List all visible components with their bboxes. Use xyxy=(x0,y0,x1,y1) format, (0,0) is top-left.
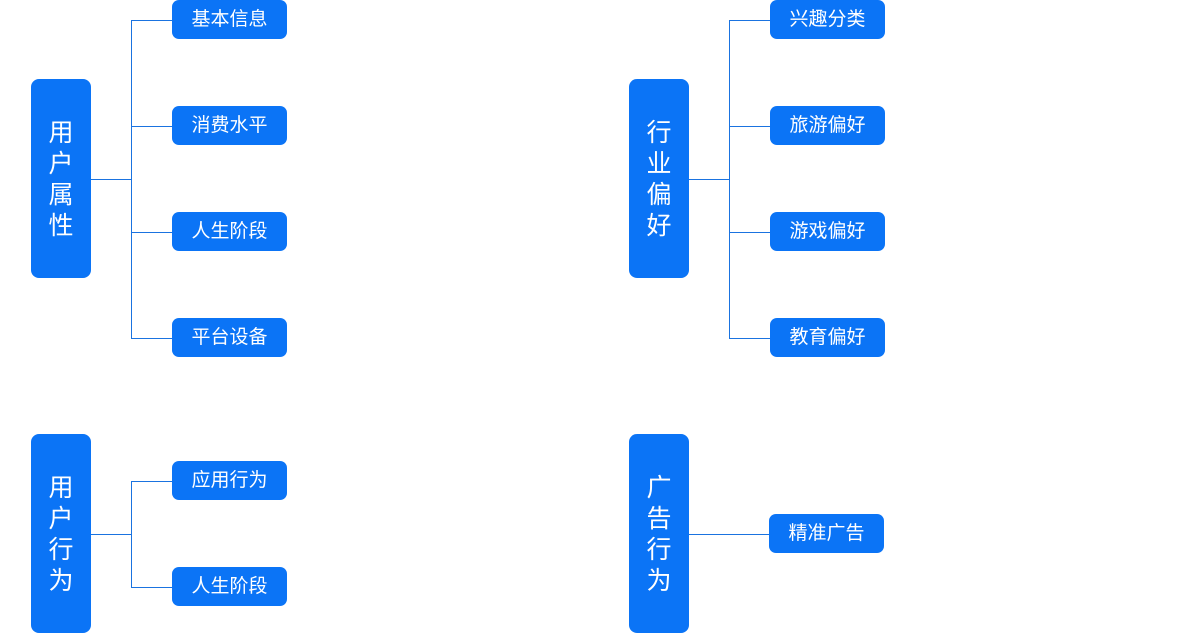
connector-line xyxy=(131,126,172,127)
category-char: 为 xyxy=(646,565,672,595)
connector-line xyxy=(729,126,770,127)
tag-basic-info[interactable]: 基本信息 xyxy=(172,0,287,39)
category-char: 用 xyxy=(48,117,74,147)
tag-education-preference[interactable]: 教育偏好 xyxy=(770,318,885,357)
category-box-user-behavior[interactable]: 用 户 行 为 xyxy=(31,434,91,633)
category-char: 好 xyxy=(646,210,672,240)
tag-life-stage[interactable]: 人生阶段 xyxy=(172,567,287,606)
category-char: 行 xyxy=(646,534,672,564)
connector-line xyxy=(131,20,172,21)
connector-line xyxy=(131,20,132,339)
category-char: 户 xyxy=(48,148,74,178)
connector-line xyxy=(131,481,132,587)
tag-life-stage[interactable]: 人生阶段 xyxy=(172,212,287,251)
category-char: 户 xyxy=(48,503,74,533)
connector-line xyxy=(729,20,770,21)
category-char: 性 xyxy=(48,210,74,240)
tag-precision-ads[interactable]: 精准广告 xyxy=(769,514,884,553)
connector-line xyxy=(131,587,172,588)
tag-consumption-level[interactable]: 消费水平 xyxy=(172,106,287,145)
connector-line xyxy=(131,232,172,233)
category-box-industry-preferences[interactable]: 行 业 偏 好 xyxy=(629,79,689,278)
category-box-user-attributes[interactable]: 用 户 属 性 xyxy=(31,79,91,278)
connector-line xyxy=(131,338,172,339)
category-char: 广 xyxy=(646,472,672,502)
connector-line xyxy=(131,481,172,482)
connector-line xyxy=(91,534,132,535)
category-char: 属 xyxy=(48,179,74,209)
connector-line xyxy=(689,179,730,180)
tag-interest-category[interactable]: 兴趣分类 xyxy=(770,0,885,39)
connector-line xyxy=(729,232,770,233)
category-char: 行 xyxy=(646,117,672,147)
category-char: 业 xyxy=(646,148,672,178)
category-char: 告 xyxy=(646,503,672,533)
category-char: 行 xyxy=(48,534,74,564)
connector-line xyxy=(689,534,769,535)
connector-line xyxy=(729,20,730,339)
tag-app-behavior[interactable]: 应用行为 xyxy=(172,461,287,500)
category-char: 用 xyxy=(48,472,74,502)
category-box-ad-behavior[interactable]: 广 告 行 为 xyxy=(629,434,689,633)
category-char: 偏 xyxy=(646,179,672,209)
tag-platform-device[interactable]: 平台设备 xyxy=(172,318,287,357)
tag-travel-preference[interactable]: 旅游偏好 xyxy=(770,106,885,145)
category-char: 为 xyxy=(48,565,74,595)
tag-game-preference[interactable]: 游戏偏好 xyxy=(770,212,885,251)
connector-line xyxy=(91,179,132,180)
connector-line xyxy=(729,338,770,339)
